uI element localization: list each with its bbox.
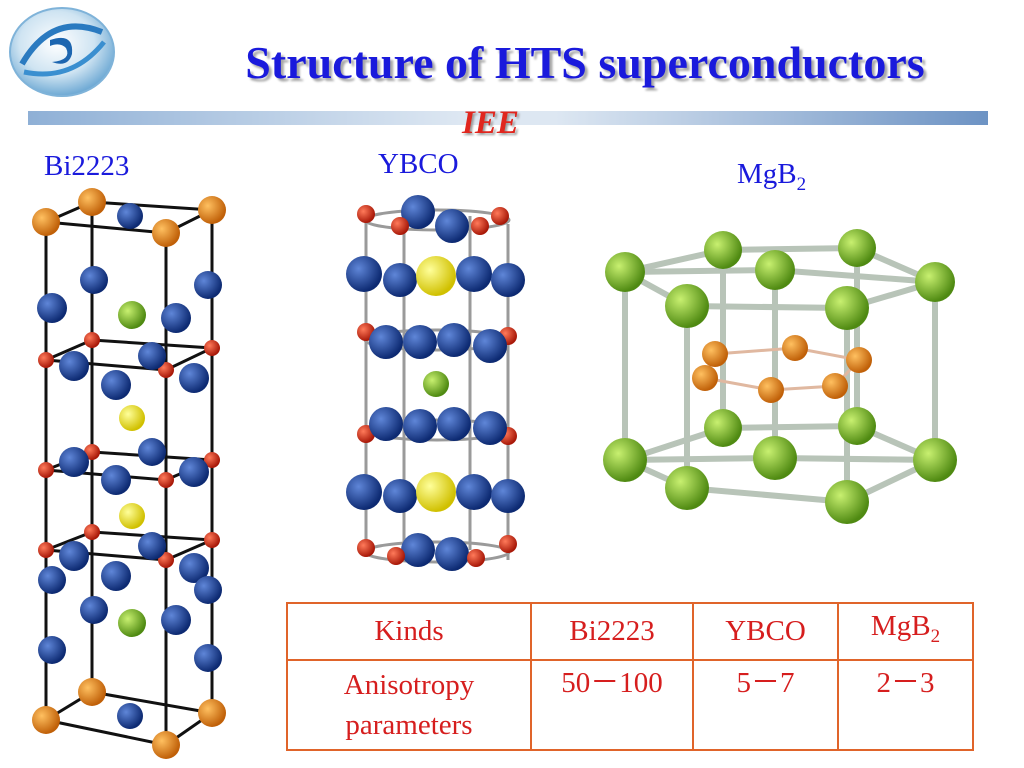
header-ybco: YBCO <box>692 602 839 661</box>
anisotropy-table: Kinds Bi2223 YBCO MgB2 Anisotropy parame… <box>286 602 974 751</box>
header-kinds: Kinds <box>286 602 532 661</box>
mgb2-label: MgB2 <box>737 158 807 195</box>
header-bi2223: Bi2223 <box>530 602 694 661</box>
ybco-label: YBCO <box>378 148 459 180</box>
institute-logo <box>9 7 115 97</box>
ybco-anisotropy: 5－7 <box>692 658 839 751</box>
bi2223-anisotropy: 50－100 <box>530 658 694 751</box>
bi2223-crystal <box>32 188 226 759</box>
ybco-crystal <box>346 195 525 571</box>
table-row: Anisotropy parameters 50－100 5－7 2－3 <box>286 658 974 751</box>
slide-title: Structure of HTS superconductors <box>245 37 925 88</box>
mgb2-anisotropy: 2－3 <box>837 658 974 751</box>
slide-subtitle: IEE <box>462 105 519 141</box>
header-mgb2: MgB2 <box>837 602 974 661</box>
bi2223-label: Bi2223 <box>44 150 130 182</box>
mgb2-crystal <box>603 229 957 524</box>
table-header-row: Kinds Bi2223 YBCO MgB2 <box>286 602 974 661</box>
row-label: Anisotropy parameters <box>286 658 532 751</box>
title-divider <box>28 111 988 125</box>
